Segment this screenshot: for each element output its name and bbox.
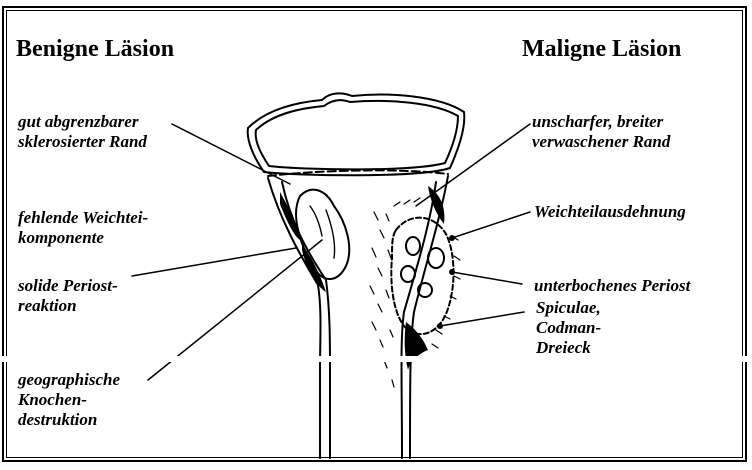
label-geographic-destruction: geographische Knochen- destruktion [18,370,120,430]
left-leaders [132,124,322,380]
epiphysis-inner [256,100,458,169]
label-solid-periosteal: solide Periost- reaktion [18,276,118,316]
label-spiculae-codman: Spiculae, Codman- Dreieck [536,298,601,358]
scan-gap [0,356,752,362]
benign-lesion [296,190,349,279]
lesion-hole-3 [401,266,415,282]
black-fills [280,186,444,370]
benign-periost-lower [302,244,326,292]
lesion-hole-2 [428,248,444,268]
label-interrupted-periost: unterbochenes Periost [534,276,690,296]
label-no-soft-tissue: fehlende Weichtei- komponente [18,208,148,248]
codman-triangle [405,322,428,370]
label-well-defined-border: gut abgrenzbarer sklerosierter Rand [18,112,147,152]
right-leaders [416,124,530,326]
lesion-hole-1 [406,237,420,255]
benign-lesion-texture [310,206,335,258]
label-soft-tissue-extension: Weichteilausdehnung [534,202,686,222]
bone-right-inner [402,182,437,458]
label-blurred-border: unscharfer, breiter verwaschener Rand [532,112,670,152]
